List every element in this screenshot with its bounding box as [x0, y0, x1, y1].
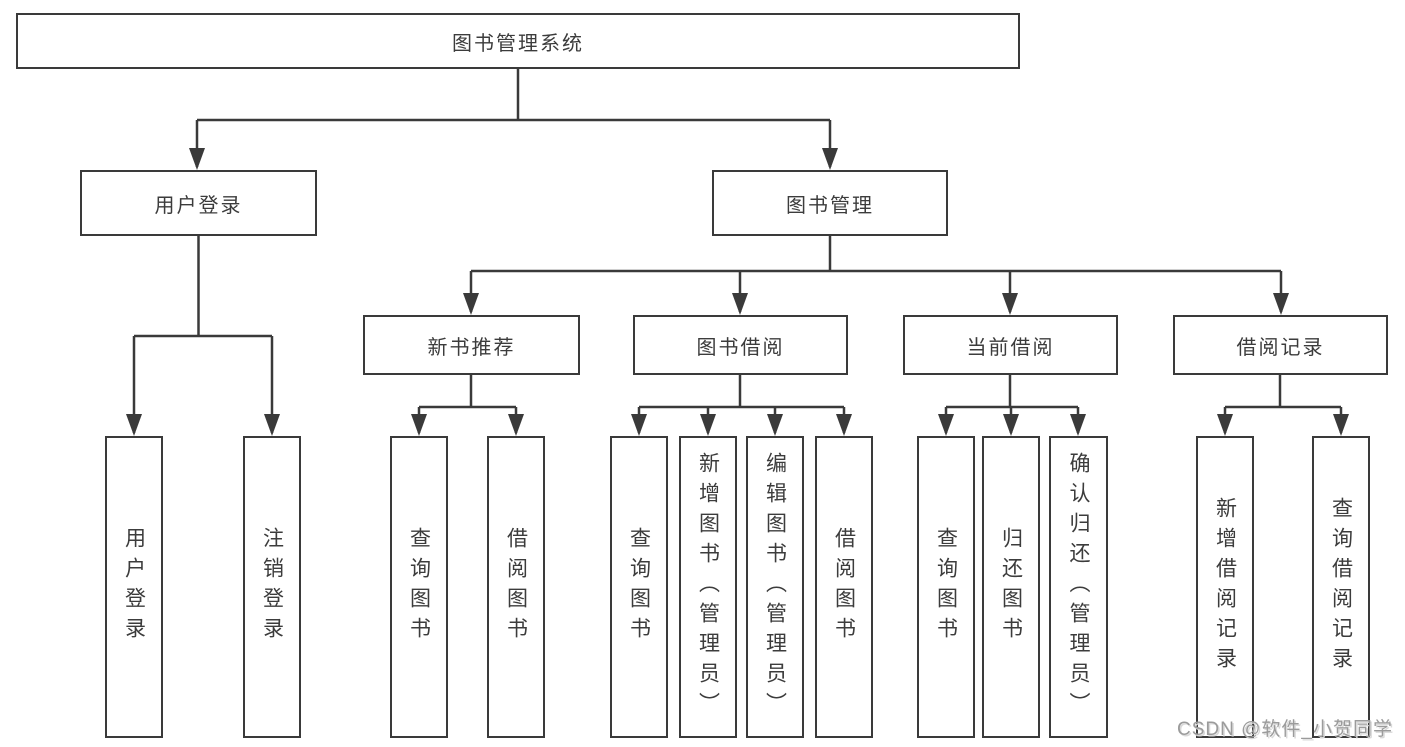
- leaf-borrow-books-2: 借阅图书: [815, 436, 873, 738]
- node-root-system: 图书管理系统: [16, 13, 1020, 69]
- leaf-label: 查询图书: [407, 527, 431, 647]
- node-book-management-branch: 图书管理: [712, 170, 948, 236]
- arrowheads: [126, 148, 1349, 436]
- node-new-book-recommend: 新书推荐: [363, 315, 580, 375]
- node-user-login-branch: 用户登录: [80, 170, 317, 236]
- leaf-label: 借阅图书: [504, 527, 528, 647]
- leaf-add-borrow-record: 新增借阅记录: [1196, 436, 1254, 738]
- leaf-edit-books-admin: 编辑图书（管理员）: [746, 436, 804, 738]
- leaf-label: 新增借阅记录: [1213, 497, 1237, 677]
- leaf-return-books: 归还图书: [982, 436, 1040, 738]
- node-book-borrowing: 图书借阅: [633, 315, 848, 375]
- leaf-label: 查询借阅记录: [1329, 497, 1353, 677]
- leaf-label: 借阅图书: [832, 527, 856, 647]
- leaf-label: 确认归还（管理员）: [1067, 452, 1090, 722]
- leaf-query-books-3: 查询图书: [917, 436, 975, 738]
- leaf-logout: 注销登录: [243, 436, 301, 738]
- leaf-query-books-2: 查询图书: [610, 436, 668, 738]
- leaf-label: 新增图书（管理员）: [696, 452, 720, 722]
- leaf-query-borrow-record: 查询借阅记录: [1312, 436, 1370, 738]
- leaf-label: 查询图书: [934, 527, 958, 647]
- leaf-query-books-1: 查询图书: [390, 436, 448, 738]
- leaf-label: 归还图书: [999, 527, 1023, 647]
- leaf-confirm-return-admin: 确认归还（管理员）: [1049, 436, 1108, 738]
- leaf-label: 用户登录: [122, 527, 146, 647]
- leaf-borrow-books-1: 借阅图书: [487, 436, 545, 738]
- node-borrowing-records: 借阅记录: [1173, 315, 1388, 375]
- leaf-label: 查询图书: [627, 527, 651, 647]
- csdn-watermark: CSDN @软件_小贺同学: [1177, 719, 1393, 740]
- node-current-borrowing: 当前借阅: [903, 315, 1118, 375]
- leaf-label: 注销登录: [260, 527, 284, 647]
- leaf-add-books-admin: 新增图书（管理员）: [679, 436, 737, 738]
- leaf-user-login: 用户登录: [105, 436, 163, 738]
- leaf-label: 编辑图书（管理员）: [763, 452, 787, 722]
